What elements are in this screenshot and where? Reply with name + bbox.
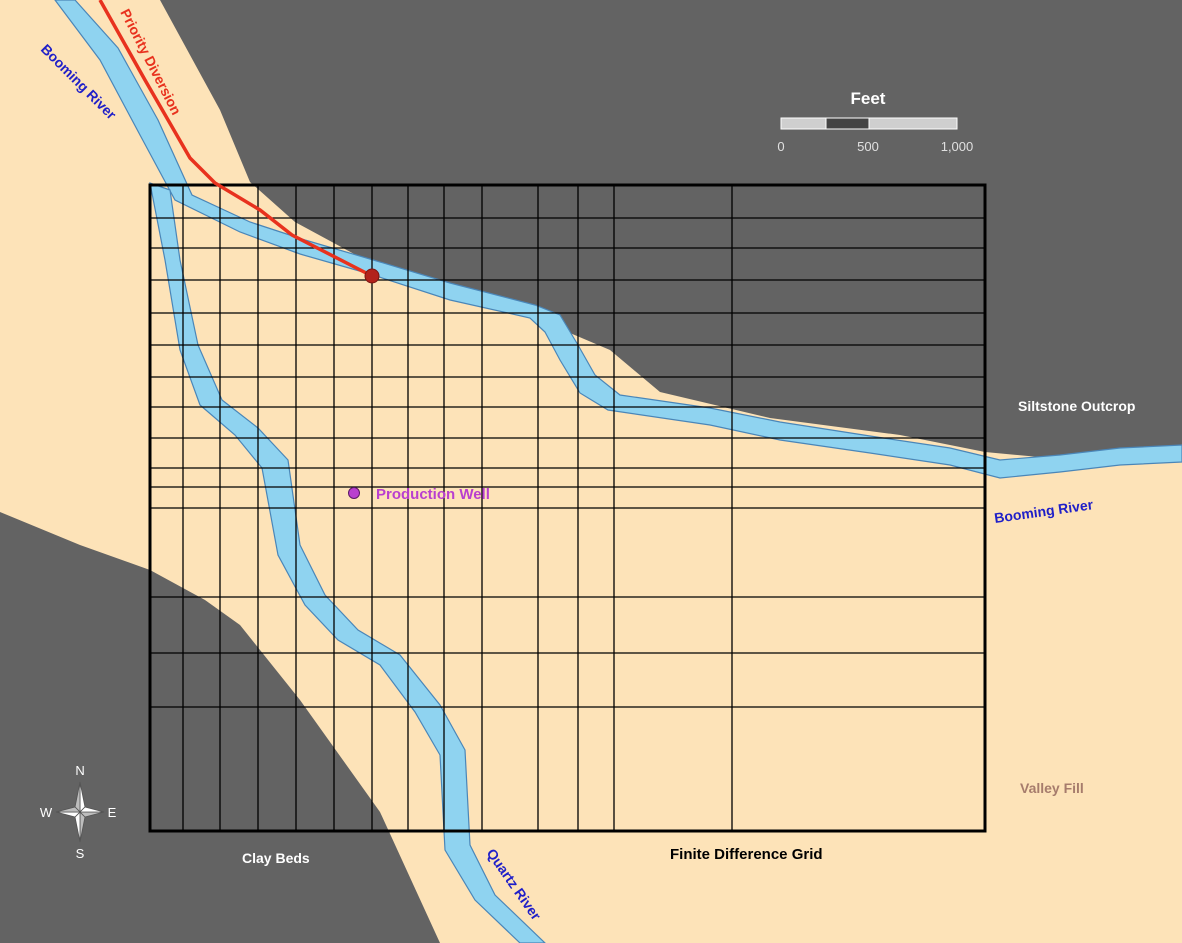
scale-segment-1 xyxy=(780,117,827,130)
scale-tick-0: 0 xyxy=(777,139,784,154)
compass-s: S xyxy=(76,846,85,861)
scale-bar-title: Feet xyxy=(851,89,886,108)
scale-tick-500: 500 xyxy=(857,139,879,154)
valley-fill-label: Valley Fill xyxy=(1020,780,1084,796)
siltstone-outcrop-label: Siltstone Outcrop xyxy=(1018,398,1135,414)
compass-rose-icon: N S E W xyxy=(40,763,117,861)
scale-segment-3 xyxy=(868,117,958,130)
diversion-point-marker xyxy=(364,268,380,284)
scale-tick-1000: 1,000 xyxy=(941,139,974,154)
production-well-marker xyxy=(348,487,360,499)
compass-w: W xyxy=(40,805,53,820)
scale-bar: Feet 0 500 1,000 xyxy=(777,89,973,154)
finite-difference-grid-label: Finite Difference Grid xyxy=(670,846,823,863)
compass-e: E xyxy=(108,805,117,820)
siltstone-outcrop-area xyxy=(160,0,1182,458)
grid-boundary xyxy=(148,183,987,833)
booming-river xyxy=(54,0,1182,479)
priority-diversion-ditch xyxy=(98,0,373,278)
compass-n: N xyxy=(75,763,84,778)
production-well-label: Production Well xyxy=(376,486,490,503)
clay-beds-label: Clay Beds xyxy=(242,850,310,866)
scale-segment-2 xyxy=(825,117,870,130)
